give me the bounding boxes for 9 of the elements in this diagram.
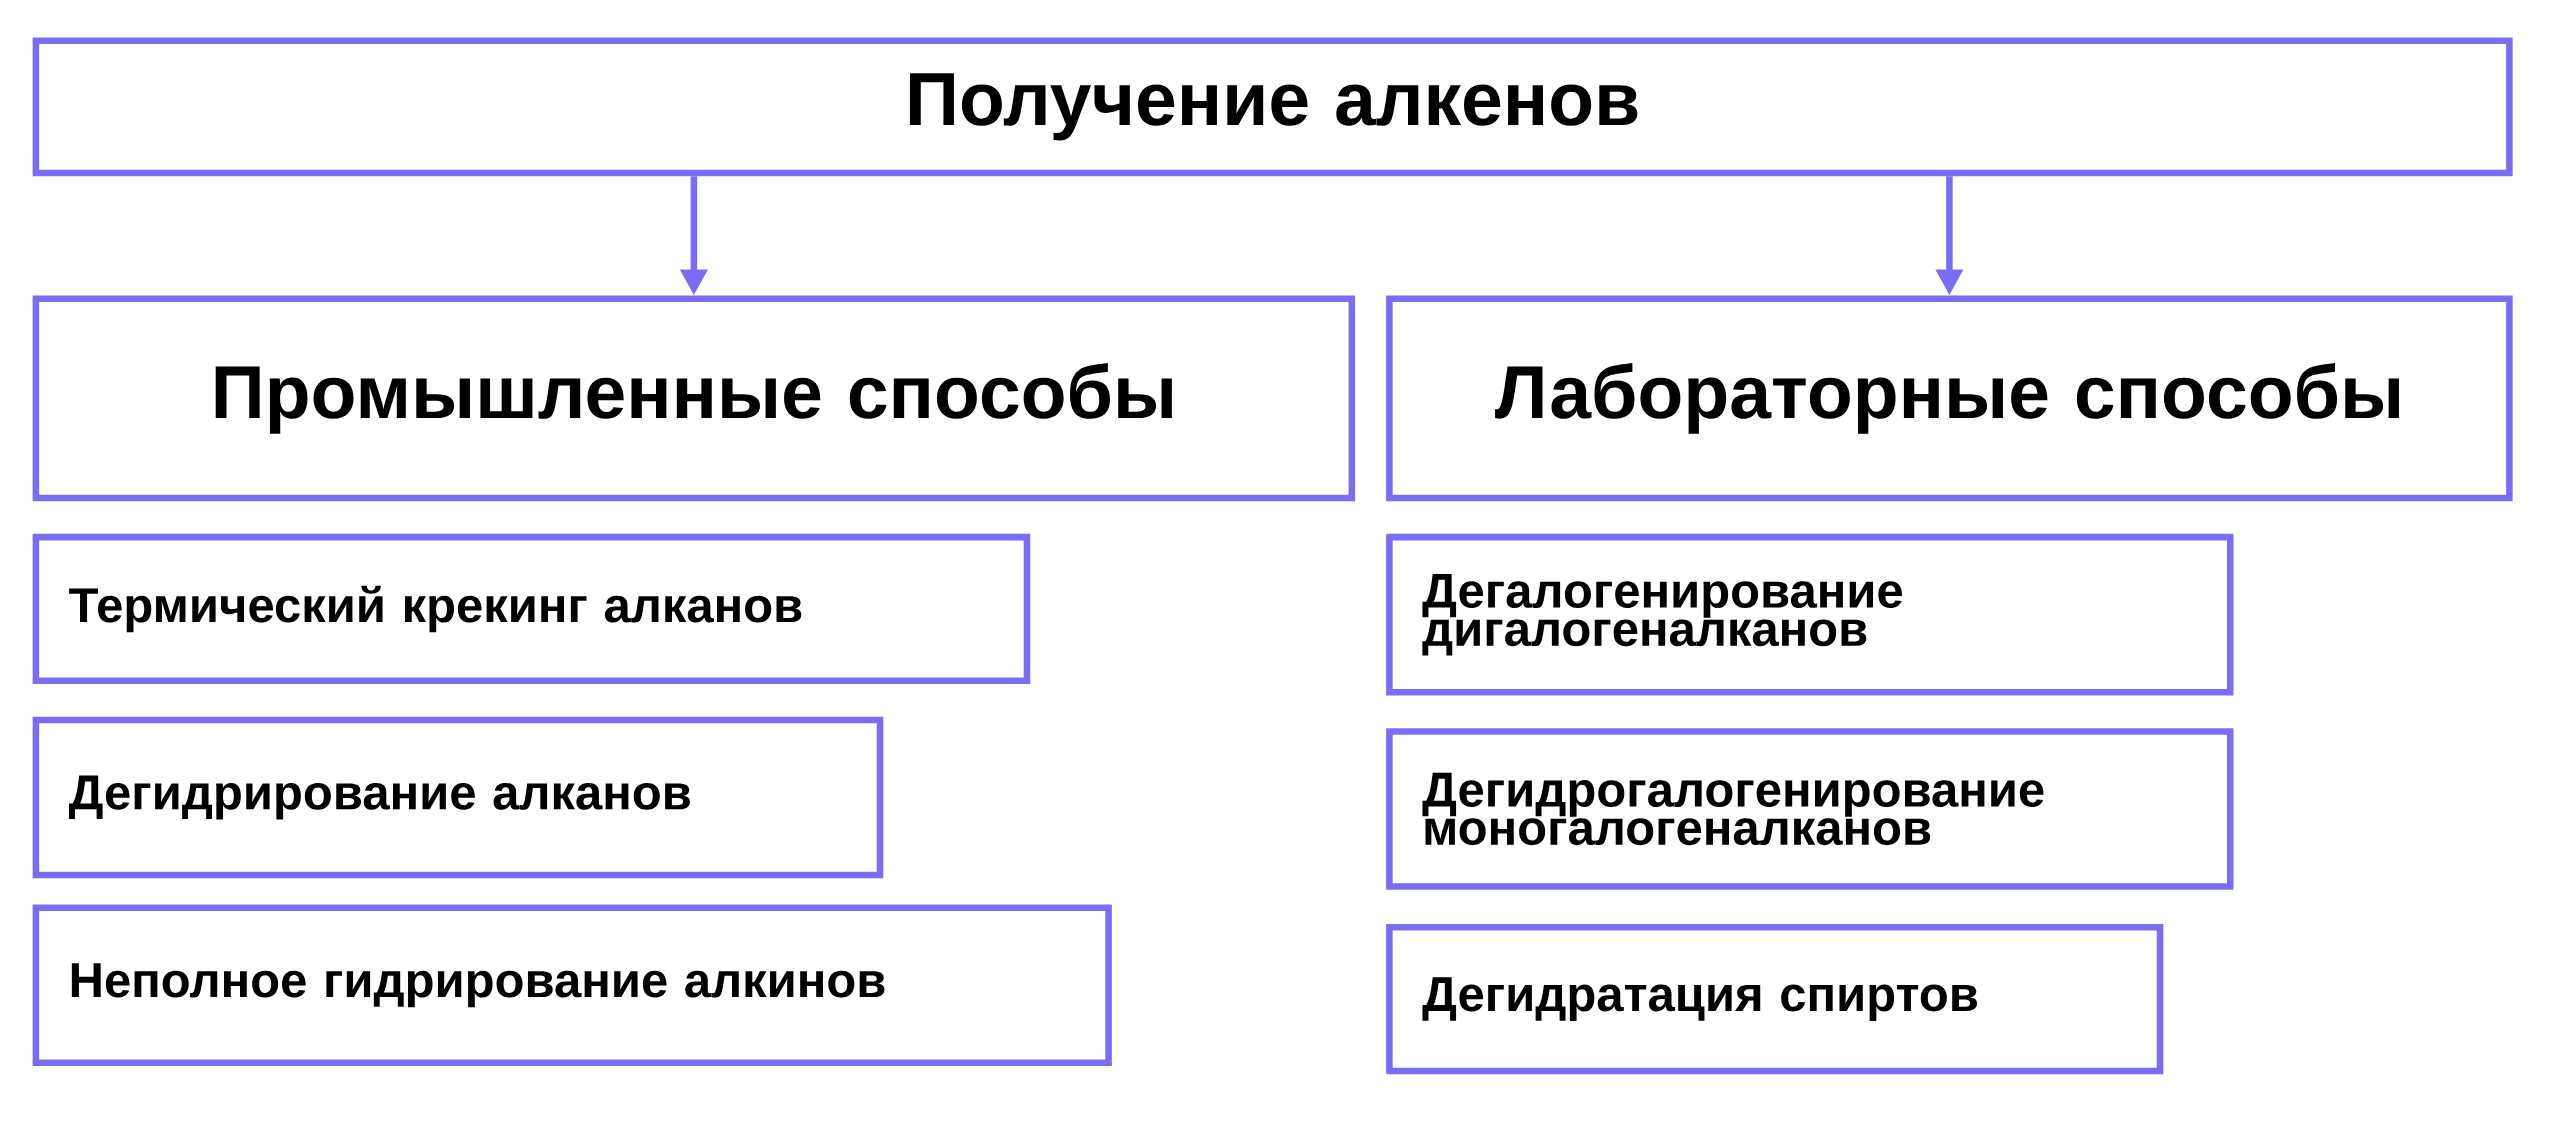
method-box: Дегидрогалогенирование моногалогеналканов [1386, 728, 2234, 890]
category-box: Лабораторные способы [1386, 295, 2513, 502]
method-box: Дегалогенирование дигалогеналканов [1386, 533, 2234, 696]
method-box: Дегидрирование алканов [32, 716, 884, 879]
method-box: Неполное гидрирование алкинов [32, 904, 1112, 1066]
heading-box: Получение алкенов [32, 37, 2513, 177]
category-box: Промышленные способы [32, 295, 1356, 502]
method-box: Термический крекинг алканов [32, 533, 1031, 684]
method-box: Дегидратация спиртов [1386, 923, 2164, 1075]
